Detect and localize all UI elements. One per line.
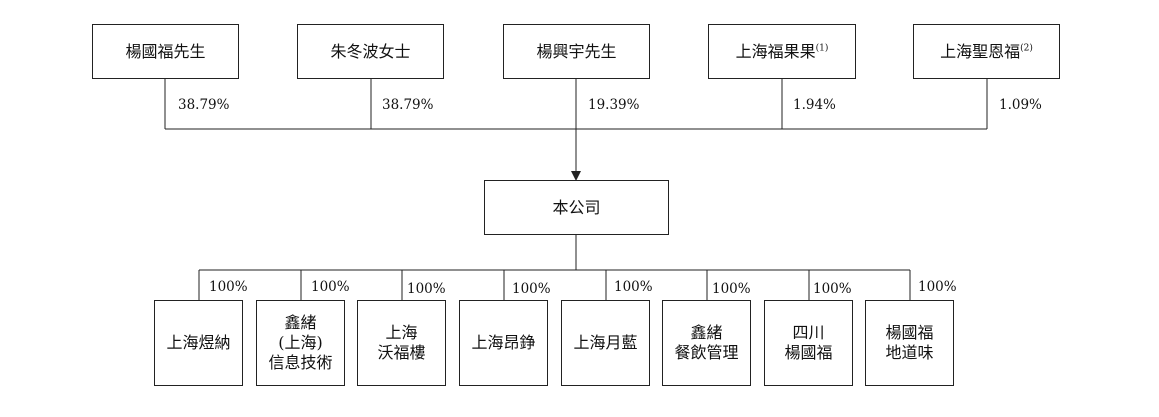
subsidiary-name: 上海昂錚 xyxy=(471,333,536,352)
subsidiary-percent: 100% xyxy=(918,279,957,295)
shareholder-name: 楊國福先生 xyxy=(125,41,206,61)
shareholder-box: 上海聖恩福(2) xyxy=(913,24,1060,79)
shareholder-box: 朱冬波女士 xyxy=(297,24,444,79)
footnote-marker: (2) xyxy=(1020,43,1033,54)
shareholder-name: 上海福果果 xyxy=(735,41,816,61)
subsidiary-percent: 100% xyxy=(712,281,751,297)
subsidiary-name: 四川 楊國福 xyxy=(784,323,833,362)
subsidiary-box: 上海 沃福樓 xyxy=(357,300,446,386)
subsidiary-name: 上海月藍 xyxy=(573,333,638,352)
subsidiary-percent: 100% xyxy=(512,281,551,297)
company-name: 本公司 xyxy=(552,197,601,217)
subsidiary-name: 上海 沃福樓 xyxy=(377,323,426,362)
subsidiary-percent: 100% xyxy=(813,281,852,297)
subsidiary-box: 上海煜納 xyxy=(154,300,243,386)
subsidiary-percent: 100% xyxy=(209,279,248,295)
shareholder-box: 楊國福先生 xyxy=(92,24,239,79)
subsidiary-name: 上海煜納 xyxy=(166,333,231,352)
subsidiary-box: 楊國福 地道味 xyxy=(865,300,954,386)
shareholder-box: 楊興宇先生 xyxy=(503,24,650,79)
shareholding-percent: 38.79% xyxy=(382,97,434,113)
shareholding-percent: 38.79% xyxy=(178,97,230,113)
subsidiary-percent: 100% xyxy=(407,281,446,297)
subsidiary-box: 鑫緒 餐飲管理 xyxy=(662,300,751,386)
subsidiary-name: 鑫緒 (上海) 信息技術 xyxy=(268,313,333,372)
shareholding-percent: 1.09% xyxy=(999,97,1042,113)
subsidiary-percent: 100% xyxy=(311,279,350,295)
shareholder-name-with-note: 上海福果果(1) xyxy=(736,42,829,62)
shareholder-name: 楊興宇先生 xyxy=(536,41,617,61)
subsidiary-box: 鑫緒 (上海) 信息技術 xyxy=(256,300,345,386)
shareholder-name: 朱冬波女士 xyxy=(330,41,411,61)
arrow-head-icon xyxy=(571,171,581,181)
subsidiary-name: 楊國福 地道味 xyxy=(885,323,934,362)
shareholder-name: 上海聖恩福 xyxy=(940,41,1021,61)
subsidiary-box: 上海昂錚 xyxy=(459,300,548,386)
subsidiary-box: 四川 楊國福 xyxy=(764,300,853,386)
shareholder-box: 上海福果果(1) xyxy=(708,24,856,79)
shareholder-name-with-note: 上海聖恩福(2) xyxy=(940,42,1033,62)
subsidiary-percent: 100% xyxy=(614,279,653,295)
footnote-marker: (1) xyxy=(815,43,829,54)
company-box: 本公司 xyxy=(484,180,669,235)
shareholding-percent: 19.39% xyxy=(588,97,640,113)
subsidiary-name: 鑫緒 餐飲管理 xyxy=(674,323,739,362)
subsidiary-box: 上海月藍 xyxy=(561,300,650,386)
shareholding-percent: 1.94% xyxy=(793,97,836,113)
